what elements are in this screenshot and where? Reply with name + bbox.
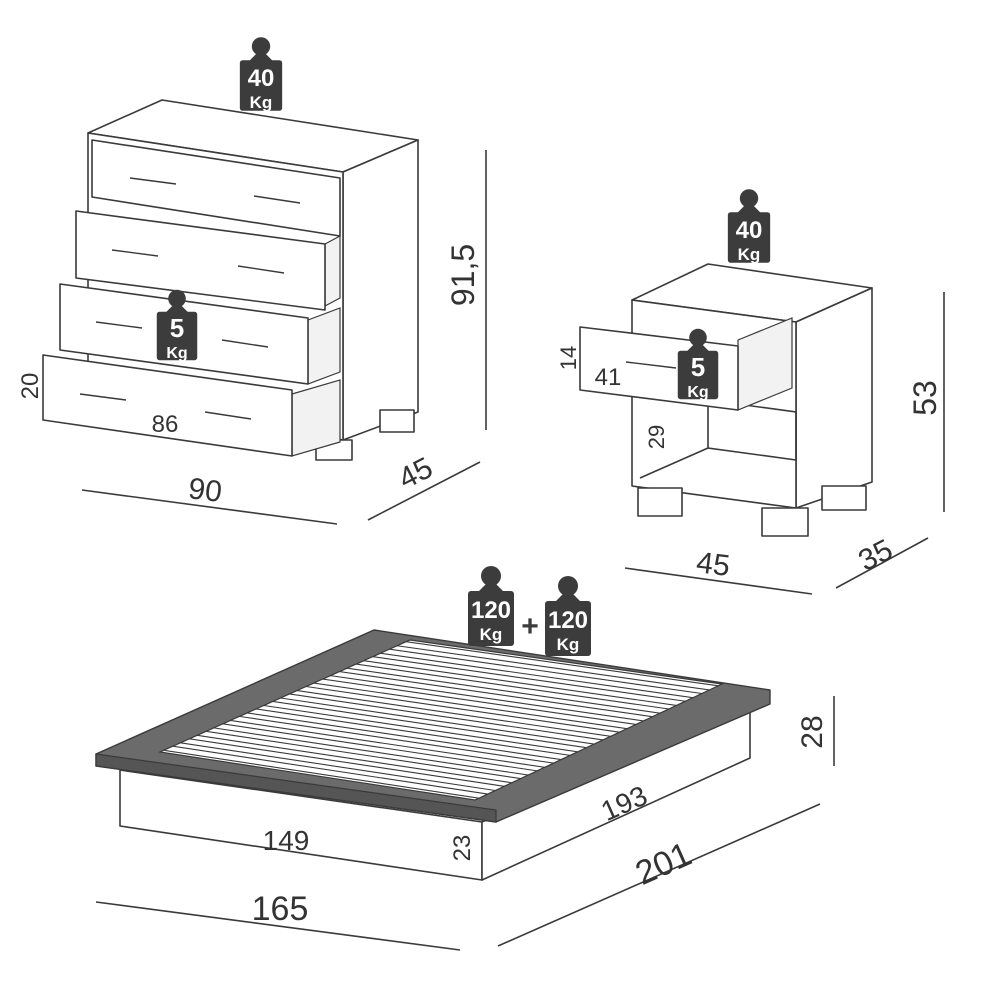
bed-slat <box>395 641 721 691</box>
dresser-illustration <box>42 99 487 525</box>
dresser-drawer-2-handle-right <box>237 265 285 274</box>
nightstand-width-label: 45 <box>695 546 732 583</box>
nightstand-shelf-edge <box>639 447 709 479</box>
bed-total-width-label: 165 <box>252 890 309 928</box>
nightstand-drawer-width-label: 41 <box>595 364 622 391</box>
nightstand-depth-label: 35 <box>853 533 898 578</box>
bed-slat <box>278 693 605 745</box>
bed-inner-width-label: 149 <box>263 825 310 856</box>
bed-load-right-unit: Kg <box>557 635 580 654</box>
dresser-leg-back <box>379 409 415 433</box>
bed-load-left-value: 120 <box>471 597 511 624</box>
nightstand-drawer-height-label: 14 <box>556 346 581 370</box>
bed-slat <box>178 738 507 792</box>
dresser-drawer-4 <box>42 354 293 457</box>
dresser-drawer-3-side <box>307 307 341 385</box>
bed-slat <box>195 730 523 784</box>
nightstand-leg-front-left <box>637 487 683 517</box>
bed-load-right-value: 120 <box>548 607 588 634</box>
dresser-load-unit: Kg <box>250 93 273 112</box>
bed-slat <box>261 700 589 753</box>
bed-slat <box>311 678 638 730</box>
nightstand-weight-tag: 40 Kg <box>727 189 771 264</box>
bed-weight-tag-right: 120 Kg <box>545 576 591 656</box>
dresser-drawer-width-label: 86 <box>152 411 179 438</box>
dresser-drawer-2 <box>75 210 326 311</box>
nightstand-depth-line <box>835 537 929 589</box>
dresser-side <box>342 139 419 441</box>
nightstand-leg-front-right <box>761 507 809 537</box>
dresser-depth-line <box>367 461 481 521</box>
dresser-drawer-2-side <box>324 235 341 307</box>
dresser-drawer-4-side <box>291 379 341 457</box>
bed-slat <box>295 685 622 737</box>
dresser-drawer-4-handle-right <box>204 411 252 420</box>
dresser-height-label: 91,5 <box>445 244 481 306</box>
nightstand-shelf-height-label: 29 <box>644 425 669 449</box>
bed-slat <box>161 745 490 799</box>
bed-slat <box>228 715 556 768</box>
dresser-drawer-1-handle-left <box>129 177 177 185</box>
nightstand-side <box>795 287 873 509</box>
bed-total-height-label: 28 <box>796 715 829 748</box>
nightstand-leg-back <box>821 485 867 511</box>
dresser-drawer-load-value: 5 <box>170 313 184 343</box>
bed-slat <box>378 648 704 699</box>
dresser-drawer-load-unit: Kg <box>166 345 187 362</box>
bed-illustration <box>95 629 835 951</box>
bed-slat <box>361 656 688 706</box>
bed-slat <box>328 671 655 722</box>
nightstand-shelf-back <box>707 399 797 461</box>
bed-width-line <box>95 901 461 951</box>
nightstand-drawer-weight-tag: 5 Kg <box>677 328 719 401</box>
dresser-drawer-2-handle-left <box>111 249 159 257</box>
dresser-drawer-1-handle-right <box>253 195 301 204</box>
bed-slat <box>345 663 671 714</box>
bed-length-line <box>497 803 821 947</box>
nightstand-drawer-handle <box>625 361 677 369</box>
dresser-width-line <box>81 489 338 525</box>
nightstand-drawer-load-unit: Kg <box>687 384 708 401</box>
bed-load-plus: + <box>521 610 539 643</box>
nightstand-width-line <box>624 567 813 595</box>
bed-slat <box>211 723 539 776</box>
dresser-drawer-weight-tag: 5 Kg <box>156 289 198 362</box>
dresser-weight-tag: 40 Kg <box>239 37 283 112</box>
dresser-drawer-3-handle-left <box>95 321 143 329</box>
nightstand-load-unit: Kg <box>738 245 761 264</box>
bed-load-left-unit: Kg <box>480 625 503 644</box>
dresser-load-value: 40 <box>248 65 275 92</box>
dresser-drawer-4-handle-left <box>79 393 127 401</box>
bed-weight-tag-left: 120 Kg <box>468 566 514 646</box>
nightstand-load-value: 40 <box>736 217 763 244</box>
dresser-drawer-3-handle-right <box>221 339 269 348</box>
nightstand-illustration <box>579 263 945 595</box>
bed-base-height-label: 23 <box>449 835 476 862</box>
nightstand-drawer-load-value: 5 <box>691 352 705 382</box>
nightstand-height-label: 53 <box>907 380 943 416</box>
bed-slats <box>161 641 721 799</box>
dresser-depth-label: 45 <box>393 451 438 496</box>
dresser-drawer-height-label: 20 <box>17 373 44 400</box>
bed-frame-front-edge <box>95 753 497 823</box>
bed-slat <box>245 708 572 761</box>
dresser-width-label: 90 <box>187 472 224 509</box>
